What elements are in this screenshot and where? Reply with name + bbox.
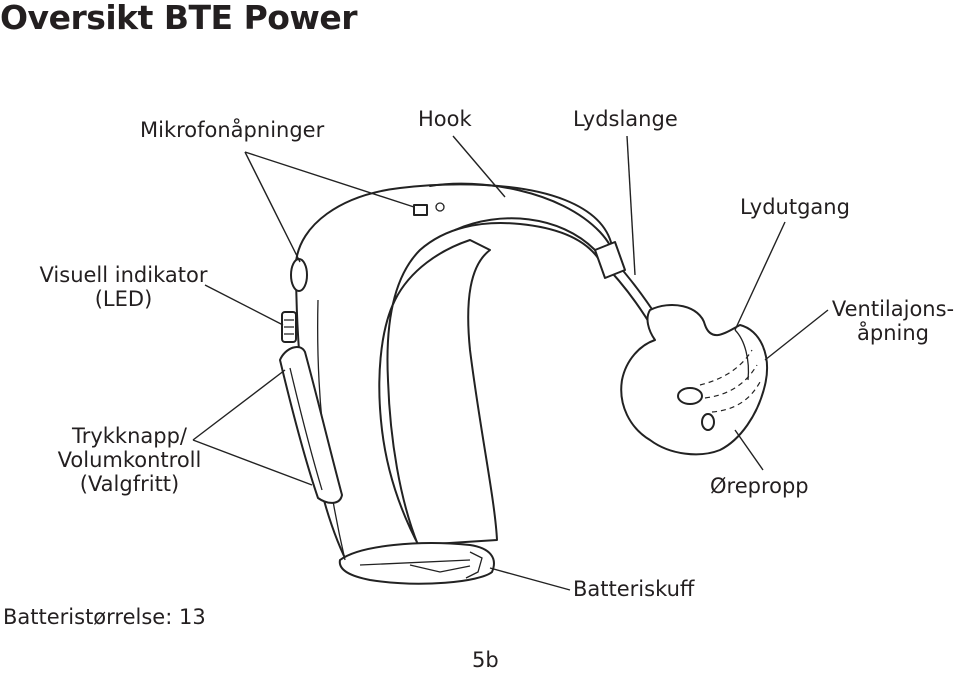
label-mikrofonaapninger: Mikrofonåpninger <box>140 118 325 142</box>
label-ventil-line1: Ventilajons- <box>831 297 955 321</box>
label-trykk-line1: Trykknapp/ <box>71 424 188 448</box>
label-ventilasjonsaapning: Ventilajons- åpning <box>828 297 958 345</box>
label-lydslange: Lydslange <box>573 107 678 131</box>
page-number: 5b <box>472 648 499 672</box>
label-ventil-line2: åpning <box>857 321 929 345</box>
label-visuell-line1: Visuell indikator <box>39 263 208 287</box>
earmold <box>594 241 768 456</box>
page-title: Oversikt BTE Power <box>0 0 358 37</box>
label-lydutgang: Lydutgang <box>740 195 850 219</box>
label-hook: Hook <box>418 107 472 131</box>
label-oerepropp: Ørepropp <box>710 474 809 498</box>
hearing-aid-body <box>279 182 615 585</box>
label-batteristorrelse: Batteristørrelse: 13 <box>3 605 206 629</box>
label-trykk-line3: (Valgfritt) <box>79 472 180 496</box>
leader-lines <box>192 135 829 591</box>
label-visuell-line2: (LED) <box>94 287 153 311</box>
label-batteriskuff: Batteriskuff <box>573 577 695 601</box>
label-trykknapp: Trykknapp/ Volumkontroll (Valgfritt) <box>52 424 207 496</box>
label-visuell-indikator: Visuell indikator (LED) <box>36 263 211 311</box>
label-trykk-line2: Volumkontroll <box>57 448 202 472</box>
